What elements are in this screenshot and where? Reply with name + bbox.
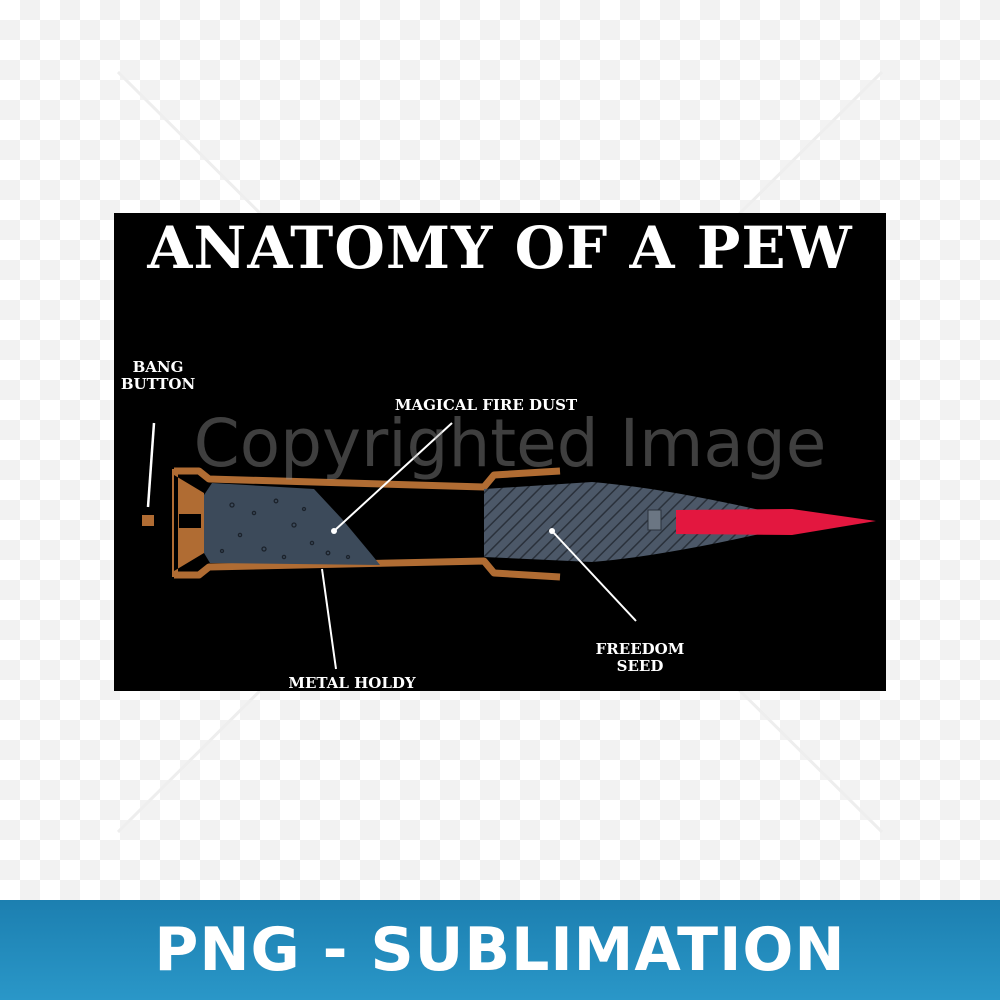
- pointer-fire-dust-dot: [331, 528, 337, 534]
- label-freedom-seed: FREEDOM SEED: [580, 641, 700, 675]
- flash-hole: [179, 514, 201, 528]
- artwork-panel: ANATOMY OF A PEW: [112, 213, 886, 692]
- pointer-metal-holdy: [321, 568, 337, 670]
- label-bang-button: BANG BUTTON: [112, 359, 204, 393]
- pointer-bang-button: [146, 422, 156, 508]
- powder-specks: [219, 498, 351, 560]
- label-freedom-seed-line2: SEED: [616, 657, 664, 675]
- pointer-freedom-seed-dot: [549, 528, 555, 534]
- bullet-core-plug: [647, 509, 662, 531]
- label-fire-dust: MAGICAL FIRE DUST: [394, 396, 578, 414]
- cartridge-diagram: [142, 422, 876, 670]
- banner-text: PNG - SUBLIMATION: [154, 915, 846, 985]
- casing-wall-top: [174, 467, 561, 491]
- bullet-tip: [676, 509, 876, 535]
- label-bang-button-line1: BANG: [132, 358, 184, 376]
- label-bang-button-line2: BUTTON: [120, 375, 196, 393]
- label-freedom-seed-line1: FREEDOM: [595, 640, 685, 658]
- pointer-freedom-seed: [551, 530, 637, 622]
- pointer-fire-dust: [333, 422, 453, 532]
- artwork-title: ANATOMY OF A PEW: [147, 214, 853, 282]
- bottom-banner: PNG - SUBLIMATION: [0, 900, 1000, 1000]
- copyright-watermark: Copyrighted Image: [193, 405, 827, 482]
- label-metal-holdy: METAL HOLDY: [288, 674, 416, 692]
- primer: [142, 515, 154, 526]
